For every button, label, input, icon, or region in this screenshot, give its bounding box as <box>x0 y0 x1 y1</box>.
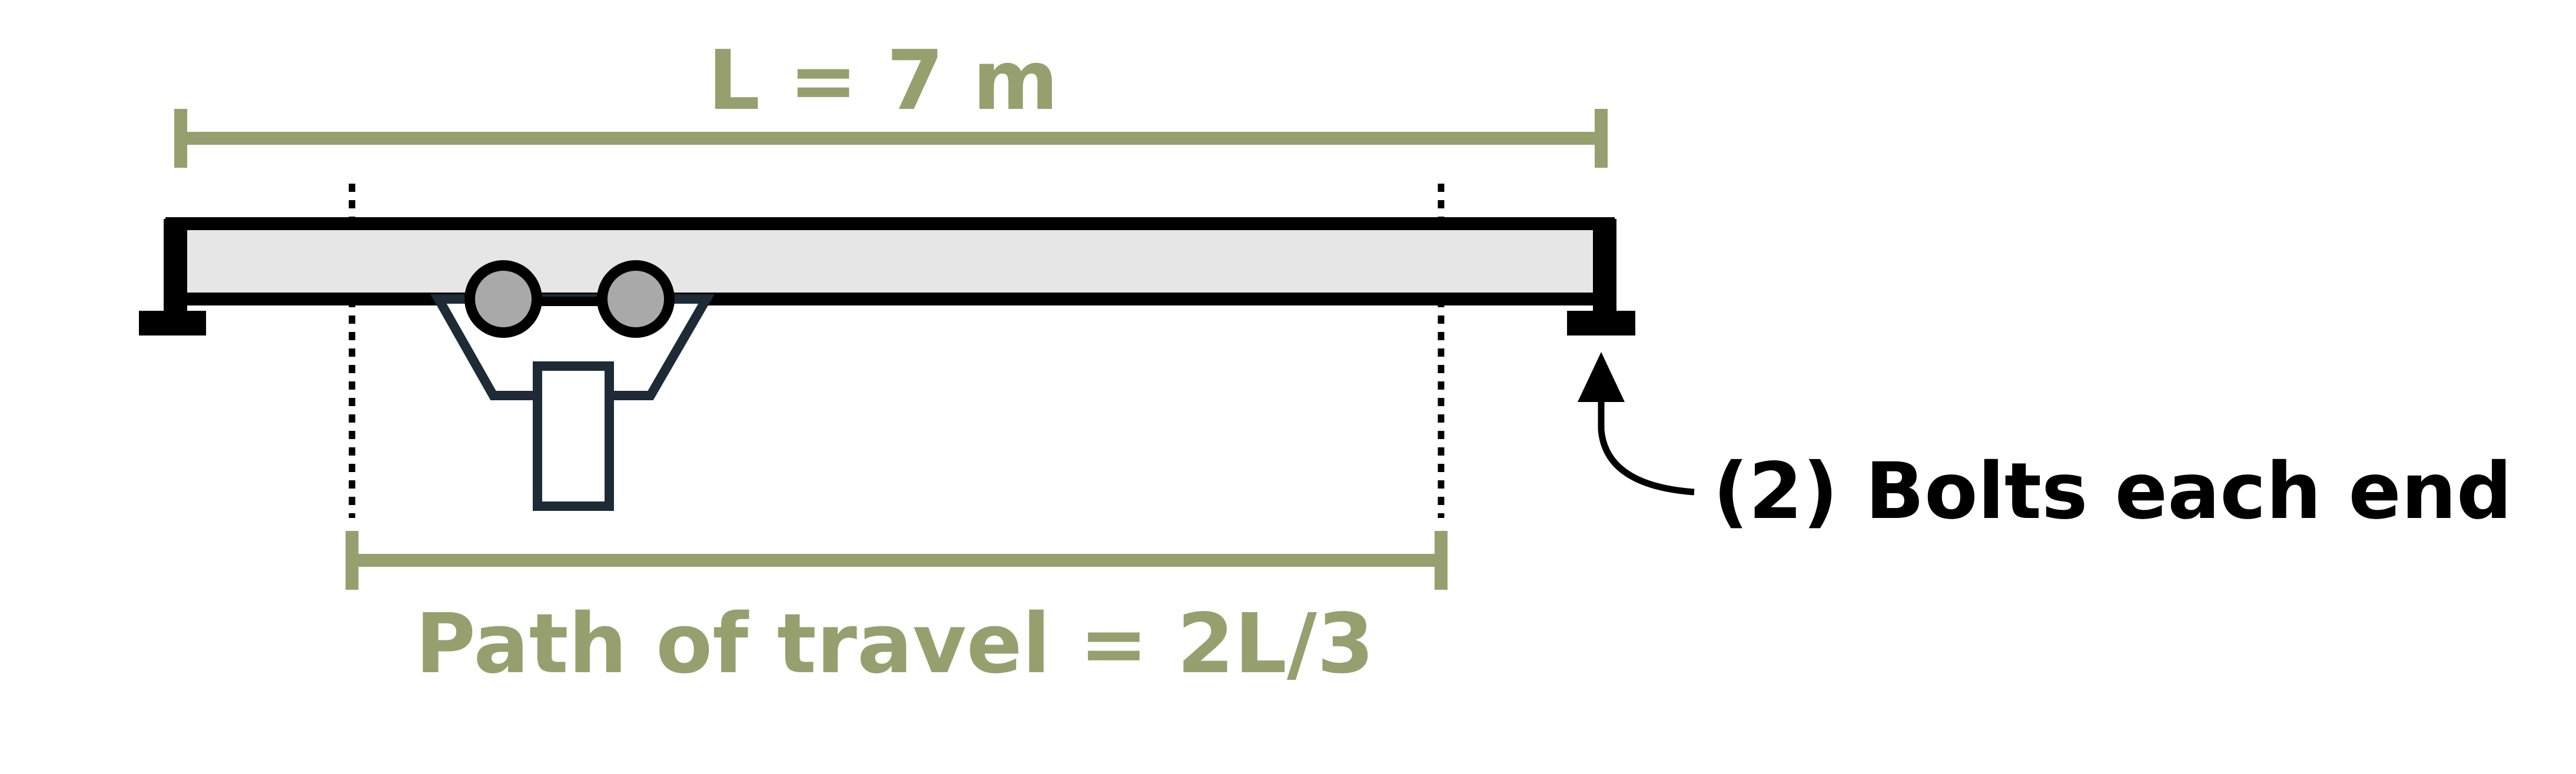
beam-base-plate-right <box>1567 311 1635 335</box>
span-dimension: L = 7 m <box>174 33 1608 168</box>
hoist-body <box>533 361 614 511</box>
travel-label: Path of travel = 2L/3 <box>415 596 1374 692</box>
beam-base-plate-left <box>139 311 206 335</box>
travel-dimension: Path of travel = 2L/3 <box>346 531 1448 692</box>
arrow-up-curved-icon <box>1578 352 1695 496</box>
bolt-leader-line <box>1598 393 1695 496</box>
bolts-label: (2) Bolts each end <box>1713 446 2512 537</box>
beam-end-plate-right <box>1593 219 1616 318</box>
bolt-callout: (2) Bolts each end <box>1578 352 2512 537</box>
beam-end-plate-left <box>164 219 187 318</box>
trolley-wheel-left <box>464 260 542 338</box>
beam <box>139 217 1635 335</box>
bolt-leader-arrowhead <box>1578 352 1625 402</box>
span-label: L = 7 m <box>708 33 1058 129</box>
beam-body <box>165 217 1615 305</box>
trolley-wheel-right <box>597 260 675 338</box>
hoist-trolley <box>430 260 715 511</box>
